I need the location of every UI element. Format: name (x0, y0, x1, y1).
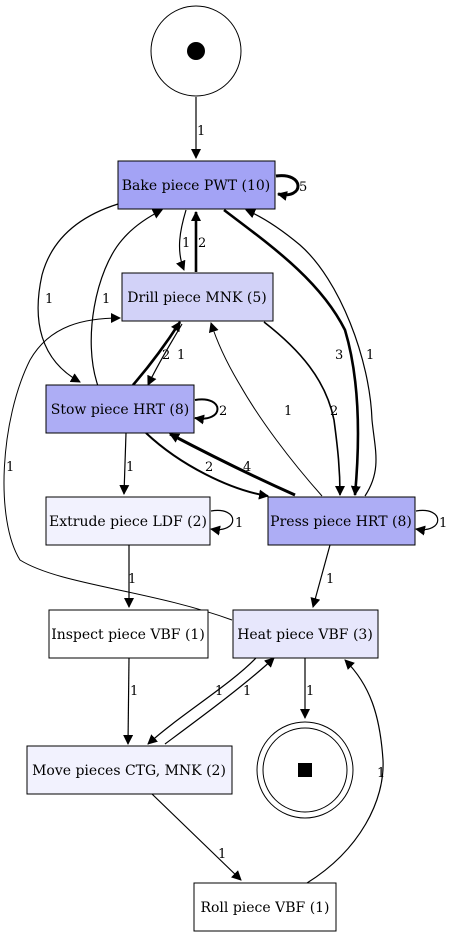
node-roll-label: Roll piece VBF (1) (200, 900, 329, 916)
edge-drill-press (263, 321, 345, 496)
edge-label-roll-heat: 1 (377, 766, 385, 781)
edge-label-inspect-move: 1 (130, 684, 138, 699)
edge-roll-heat (306, 659, 384, 884)
edge-press-stow (169, 432, 296, 497)
start-dot-icon (187, 42, 205, 60)
node-inspect-label: Inspect piece VBF (1) (51, 627, 205, 643)
edge-bake-self (275, 174, 300, 201)
edge-label-bake-drill: 1 (182, 236, 190, 251)
edge-label-heat-end: 1 (306, 684, 314, 699)
node-move-label: Move pieces CTG, MNK (2) (32, 763, 226, 779)
edge-press-heat (310, 544, 331, 608)
edge-press-bake (245, 208, 377, 497)
end-node[interactable] (256, 721, 354, 819)
edge-label-heat-drill: 1 (6, 460, 14, 475)
edge-stow-press (145, 432, 269, 500)
edge-label-press-bake: 1 (366, 348, 374, 363)
node-extrude[interactable]: Extrude piece LDF (2) (45, 496, 211, 546)
node-press[interactable]: Press piece HRT (8) (267, 496, 416, 546)
edge-label-press-drill: 1 (284, 404, 292, 419)
edge-label-bake-press: 3 (335, 348, 343, 363)
node-stow[interactable]: Stow piece HRT (8) (45, 384, 195, 434)
edge-label-press-stow: 4 (243, 460, 251, 475)
node-drill[interactable]: Drill piece MNK (5) (121, 272, 274, 322)
edge-label-bake-stow: 1 (45, 292, 53, 307)
end-square-icon (298, 763, 312, 777)
edge-label-press-heat: 1 (326, 572, 334, 587)
edge-label-extrude-self: 1 (235, 516, 243, 531)
node-press-label: Press piece HRT (8) (270, 514, 412, 530)
edge-stow-extrude (119, 432, 130, 495)
node-stow-label: Stow piece HRT (8) (51, 402, 190, 418)
end-inner-circle (262, 727, 348, 813)
node-bake-label: Bake piece PWT (10) (122, 178, 271, 194)
edge-extrude-self (210, 509, 234, 536)
start-node[interactable] (150, 5, 242, 97)
edge-inspect-move (123, 657, 134, 745)
edge-press-self (415, 509, 439, 536)
edge-stow-self (194, 398, 219, 425)
node-move[interactable]: Move pieces CTG, MNK (2) (26, 745, 233, 795)
edge-press-drill (208, 322, 323, 497)
node-inspect[interactable]: Inspect piece VBF (1) (48, 609, 209, 659)
edge-label-stow-bake: 1 (102, 292, 110, 307)
edge-label-stow-self: 2 (219, 404, 227, 419)
edge-label-drill-bake: 2 (198, 236, 206, 251)
edge-drill-stow (147, 323, 183, 386)
edge-move-roll (151, 793, 242, 881)
node-heat-label: Heat piece VBF (3) (237, 627, 373, 643)
edge-bake-drill (176, 209, 187, 271)
edge-label-start-bake: 1 (197, 124, 205, 139)
node-bake[interactable]: Bake piece PWT (10) (117, 160, 276, 210)
edge-label-move-heat: 1 (243, 684, 251, 699)
edge-label-drill-stow: 1 (177, 348, 185, 363)
edge-heat-move (147, 657, 257, 745)
node-heat[interactable]: Heat piece VBF (3) (232, 609, 379, 659)
node-extrude-label: Extrude piece LDF (2) (49, 514, 207, 530)
edge-label-stow-drill: 2 (162, 348, 170, 363)
edge-label-move-roll: 1 (218, 847, 226, 862)
edge-bake-stow (37, 203, 119, 383)
edge-stow-bake (90, 209, 163, 387)
edge-stow-drill (132, 321, 182, 386)
node-drill-label: Drill piece MNK (5) (127, 290, 266, 306)
edge-label-stow-press: 2 (205, 460, 213, 475)
edge-label-press-self: 1 (439, 516, 447, 531)
edge-label-extrude-inspect: 1 (128, 572, 136, 587)
edge-label-drill-press: 2 (330, 404, 338, 419)
edge-label-bake-self: 5 (299, 180, 307, 195)
edge-label-stow-extrude: 1 (126, 460, 134, 475)
node-roll[interactable]: Roll piece VBF (1) (193, 882, 337, 932)
edge-heat-drill (3, 313, 233, 621)
edge-label-heat-move: 1 (215, 684, 223, 699)
edge-bake-press (223, 208, 361, 496)
edge-move-heat (164, 657, 275, 745)
